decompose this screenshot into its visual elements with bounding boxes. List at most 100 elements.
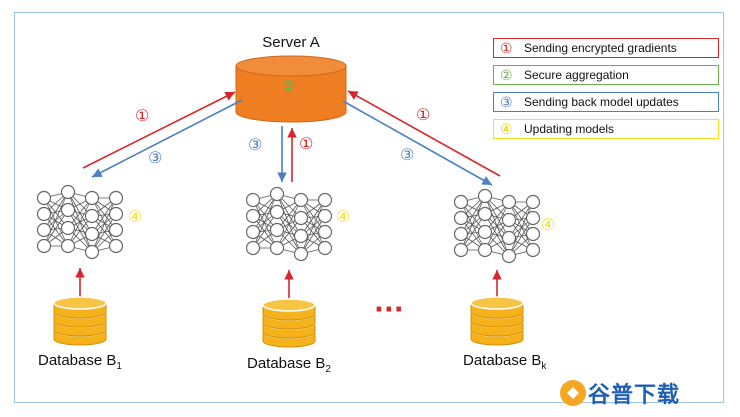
legend-num-3: ③: [500, 93, 513, 110]
database-2-icon: [262, 298, 316, 348]
network-node: [477, 224, 493, 240]
receive-mark-client-1: ③: [148, 148, 162, 167]
network-node: [269, 204, 285, 220]
network-edge: [43, 191, 69, 247]
network-node: [84, 208, 100, 224]
network-node: [317, 192, 333, 208]
network-edge: [91, 213, 117, 253]
send-mark-client-2: ①: [299, 134, 313, 153]
network-node: [60, 238, 76, 254]
legend-num-1: ①: [500, 39, 513, 56]
legend-item-1: ① Sending encrypted gradients: [493, 38, 719, 58]
network-edge: [276, 199, 302, 249]
network-node: [36, 222, 52, 238]
network-node: [477, 188, 493, 204]
receive-mark-client-2: ③: [248, 135, 262, 154]
send-mark-client-1: ①: [135, 106, 149, 125]
database-disk-top: [53, 296, 107, 310]
network-node: [317, 208, 333, 224]
network-node: [477, 242, 493, 258]
watermark-text: 谷普下载: [588, 382, 681, 407]
network-node: [60, 184, 76, 200]
network-edge: [252, 199, 278, 249]
network-node: [108, 238, 124, 254]
database-label-1: Database B1: [38, 352, 122, 372]
network-edge: [43, 209, 69, 247]
network-node: [525, 210, 541, 226]
arrow-send-client-k: [347, 90, 501, 177]
legend-num-4: ④: [500, 120, 513, 137]
watermark: 谷普下载: [558, 378, 684, 408]
database-disk-top: [470, 296, 524, 310]
network-node: [108, 222, 124, 238]
network-node: [501, 194, 517, 210]
network-node: [108, 190, 124, 206]
network-edge: [300, 199, 326, 237]
legend-item-3: ③ Sending back model updates: [493, 92, 719, 112]
network-edge: [67, 197, 93, 247]
network-edge: [252, 211, 278, 249]
ellipsis: ···: [374, 295, 404, 325]
network-node: [84, 190, 100, 206]
network-node: [293, 228, 309, 244]
network-edge: [508, 201, 534, 257]
network-node: [245, 192, 261, 208]
neural-network-1: [36, 184, 124, 260]
update-mark-client-2: ④: [336, 207, 350, 226]
network-edge: [508, 201, 534, 239]
network-node: [245, 224, 261, 240]
arrow-receive-client-k: [342, 100, 493, 186]
network-edge: [43, 191, 69, 231]
legend-item-4: ④ Updating models: [493, 119, 719, 139]
server-cylinder: [235, 55, 347, 123]
neural-network-k: [453, 188, 541, 264]
server-step-mark: ②: [282, 77, 295, 95]
network-node: [525, 194, 541, 210]
neural-network-2: [245, 186, 333, 262]
network-node: [36, 190, 52, 206]
network-edge: [508, 201, 534, 251]
network-node: [84, 244, 100, 260]
network-edge: [91, 197, 117, 253]
network-edge: [460, 195, 486, 251]
network-edge: [43, 197, 69, 247]
network-edge: [460, 213, 486, 251]
arrow-send-client-1: [82, 91, 236, 169]
legend-num-2: ②: [500, 66, 513, 83]
server-title: Server A: [262, 34, 320, 51]
network-edge: [91, 197, 117, 247]
database-label-2: Database B2: [247, 355, 331, 375]
network-node: [525, 226, 541, 242]
network-node: [84, 226, 100, 242]
database-disk-top: [262, 298, 316, 312]
legend-text-4: Updating models: [524, 122, 615, 136]
network-edge: [460, 201, 486, 251]
network-node: [269, 240, 285, 256]
network-node: [453, 210, 469, 226]
network-node: [293, 246, 309, 262]
network-edge: [252, 193, 278, 233]
network-node: [525, 242, 541, 258]
network-node: [477, 206, 493, 222]
network-node: [36, 238, 52, 254]
network-node: [108, 206, 124, 222]
network-edge: [300, 215, 326, 255]
network-node: [245, 208, 261, 224]
legend-text-3: Sending back model updates: [524, 95, 679, 109]
network-node: [453, 194, 469, 210]
update-mark-client-k: ④: [541, 215, 555, 234]
network-node: [60, 220, 76, 236]
network-node: [269, 186, 285, 202]
watermark-logo-icon: [560, 380, 586, 406]
receive-mark-client-k: ③: [400, 145, 414, 164]
update-mark-client-1: ④: [128, 207, 142, 226]
network-node: [453, 226, 469, 242]
network-edge: [300, 199, 326, 255]
network-edge: [252, 193, 278, 249]
network-node: [269, 222, 285, 238]
database-label-k: Database Bk: [463, 352, 547, 372]
network-edge: [508, 217, 534, 257]
network-edge: [484, 201, 510, 251]
